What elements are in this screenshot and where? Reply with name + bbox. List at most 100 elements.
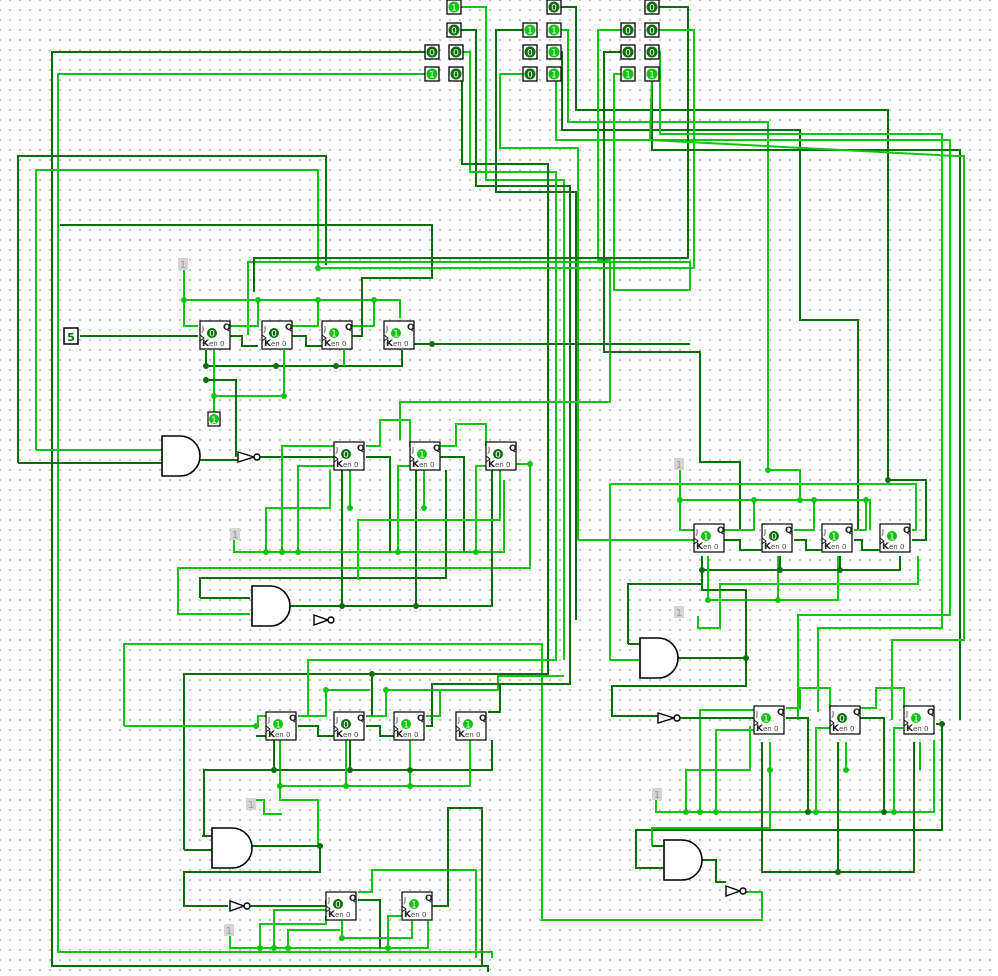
flipflop-enable-label: en: [839, 725, 848, 733]
input-pin[interactable]: 0: [448, 44, 464, 60]
and-gate-5[interactable]: [663, 839, 703, 881]
clock-input[interactable]: 5: [63, 327, 79, 345]
flipflop-zero-label: 0: [476, 731, 480, 739]
output-probe: 1: [207, 411, 221, 427]
wire: [123, 643, 763, 921]
wire-junction: [797, 497, 803, 503]
input-pin[interactable]: 0: [644, 44, 660, 60]
wire: [432, 807, 483, 966]
not-gate-5[interactable]: [725, 885, 747, 897]
wire: [786, 717, 809, 812]
wire: [860, 687, 905, 709]
and-gate-3[interactable]: [211, 827, 253, 869]
wire-junction: [203, 377, 209, 383]
input-pin[interactable]: 1: [620, 66, 636, 82]
flipflop-q-label: Q: [357, 714, 365, 724]
input-pin[interactable]: 0: [620, 44, 636, 60]
flipflop-k-label: K: [386, 339, 394, 349]
wire: [648, 73, 965, 720]
wire-junction: [677, 497, 683, 503]
flipflop-zero-label: 0: [346, 911, 350, 919]
wire-junction: [203, 363, 209, 369]
input-pin-value: 0: [453, 71, 459, 81]
wire: [440, 456, 465, 552]
wire-junction: [407, 767, 413, 773]
constant-label: 1: [676, 608, 682, 619]
input-pin[interactable]: 0: [620, 22, 636, 38]
flipflop-j-label: J: [487, 446, 490, 454]
flipflop-state: 0: [495, 451, 501, 461]
flipflop-state: 1: [331, 330, 337, 340]
input-pin[interactable]: 1: [522, 22, 538, 38]
input-pin[interactable]: 0: [446, 22, 462, 38]
wire-junction: [429, 341, 435, 347]
wire-junction: [881, 809, 887, 815]
input-pin[interactable]: 1: [424, 66, 440, 82]
flipflop-state: 0: [839, 715, 845, 725]
input-pin[interactable]: 1: [446, 0, 462, 15]
constant-label: 1: [676, 460, 682, 471]
and-gate-2[interactable]: [251, 585, 291, 627]
constant-3: 1: [246, 798, 256, 811]
wire: [499, 73, 579, 540]
wire: [768, 469, 801, 500]
wire: [184, 299, 401, 318]
wire: [715, 729, 754, 812]
input-pin-value: 1: [649, 71, 655, 81]
input-pin[interactable]: 1: [546, 66, 562, 82]
input-pin[interactable]: 0: [644, 0, 660, 15]
input-pin[interactable]: 0: [522, 66, 538, 82]
wire: [888, 479, 927, 541]
input-pin[interactable]: 0: [448, 66, 464, 82]
flipflop-zero-label: 0: [842, 543, 846, 551]
input-pin[interactable]: 1: [546, 22, 562, 38]
flipflop-k-label: K: [324, 339, 332, 349]
flipflop-zero-label: 0: [422, 911, 426, 919]
not-gate-1[interactable]: [237, 451, 261, 463]
wire: [554, 6, 889, 480]
flipflop-j-label: J: [323, 325, 326, 333]
input-pin[interactable]: 0: [522, 44, 538, 60]
wire-junction: [371, 297, 377, 303]
and-gate-1[interactable]: [161, 435, 201, 477]
input-pin[interactable]: 0: [644, 22, 660, 38]
input-pin[interactable]: 0: [424, 44, 440, 60]
flipflop-q-label: Q: [345, 323, 353, 333]
flipflop-q-label: Q: [777, 708, 785, 718]
not-gate-2[interactable]: [313, 614, 335, 626]
input-pin[interactable]: 1: [644, 66, 660, 82]
wire: [627, 583, 702, 644]
and-gate-4[interactable]: [639, 637, 679, 679]
wire: [230, 335, 258, 347]
flipflop-q-label: Q: [285, 323, 293, 333]
input-pin[interactable]: 0: [546, 0, 562, 15]
not-gate-4[interactable]: [657, 712, 681, 724]
flipflop-state: 1: [393, 330, 399, 340]
input-pin[interactable]: 1: [546, 44, 562, 60]
flipflop-zero-label: 0: [342, 340, 346, 348]
flipflop-enable-label: en: [343, 731, 352, 739]
wire: [724, 500, 755, 531]
not-gate-3[interactable]: [229, 900, 251, 912]
